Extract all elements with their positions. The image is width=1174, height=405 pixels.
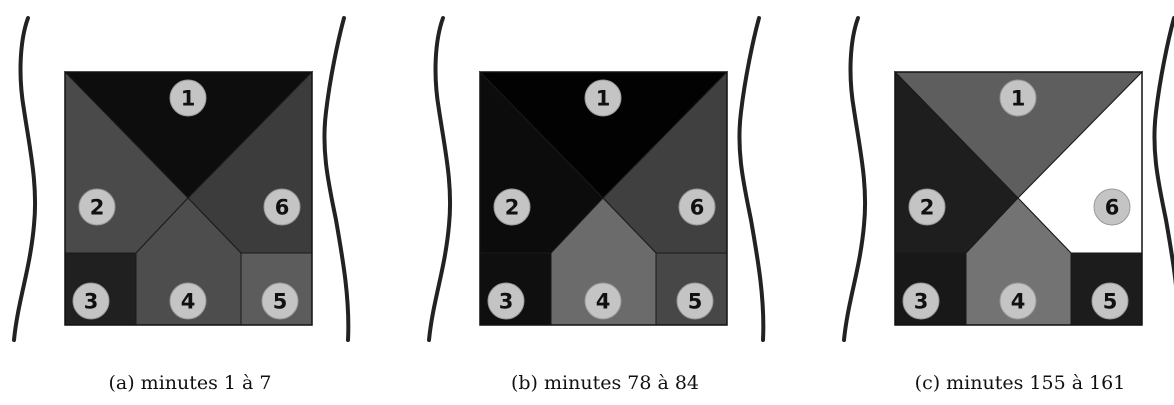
label-text: 3 (499, 290, 514, 314)
label-text: 3 (84, 290, 99, 314)
label-text: 4 (596, 290, 611, 314)
body-contour-left (429, 18, 450, 340)
caption-b: (b) minutes 78 à 84 (415, 372, 795, 394)
label-text: 6 (690, 196, 705, 220)
label-text: 5 (1103, 290, 1118, 314)
region-label-4: 4 (1000, 283, 1036, 319)
label-text: 2 (920, 196, 935, 220)
label-text: 4 (181, 290, 196, 314)
label-text: 3 (914, 290, 929, 314)
body-pressure-map-a: 1 2 6 3 4 5 (0, 0, 380, 370)
body-contour-left (844, 18, 865, 340)
region-label-2: 2 (494, 189, 530, 225)
label-text: 5 (688, 290, 703, 314)
region-label-2: 2 (79, 189, 115, 225)
label-text: 4 (1011, 290, 1026, 314)
region-label-5: 5 (262, 283, 298, 319)
body-contour-right (324, 18, 348, 340)
label-text: 5 (273, 290, 288, 314)
body-contour-right (739, 18, 763, 340)
label-text: 1 (1011, 87, 1026, 111)
region-label-3: 3 (73, 283, 109, 319)
region-label-5: 5 (1092, 283, 1128, 319)
region-label-4: 4 (585, 283, 621, 319)
region-label-3: 3 (903, 283, 939, 319)
region-label-1: 1 (585, 80, 621, 116)
label-text: 6 (275, 196, 290, 220)
region-label-6: 6 (679, 189, 715, 225)
caption-a: (a) minutes 1 à 7 (0, 372, 380, 394)
region-label-4: 4 (170, 283, 206, 319)
region-label-1: 1 (1000, 80, 1036, 116)
region-label-1: 1 (170, 80, 206, 116)
panel-b: 1 2 6 3 4 5 (b) minutes 78 à 84 (415, 0, 795, 405)
body-contour-right (1154, 18, 1174, 340)
label-text: 1 (596, 87, 611, 111)
body-contour-left (14, 18, 35, 340)
region-label-6: 6 (264, 189, 300, 225)
body-pressure-map-c: 1 2 6 3 4 5 (830, 0, 1174, 370)
region-label-3: 3 (488, 283, 524, 319)
label-text: 2 (505, 196, 520, 220)
region-label-2: 2 (909, 189, 945, 225)
caption-c: (c) minutes 155 à 161 (830, 372, 1174, 394)
region-label-6: 6 (1094, 189, 1130, 225)
panel-c: 1 2 6 3 4 5 (c) minutes 155 à 161 (830, 0, 1174, 405)
label-text: 2 (90, 196, 105, 220)
body-pressure-map-b: 1 2 6 3 4 5 (415, 0, 795, 370)
label-text: 1 (181, 87, 196, 111)
label-text: 6 (1105, 196, 1120, 220)
region-label-5: 5 (677, 283, 713, 319)
panel-a: 1 2 6 3 4 5 (a) minutes 1 à 7 (0, 0, 380, 405)
